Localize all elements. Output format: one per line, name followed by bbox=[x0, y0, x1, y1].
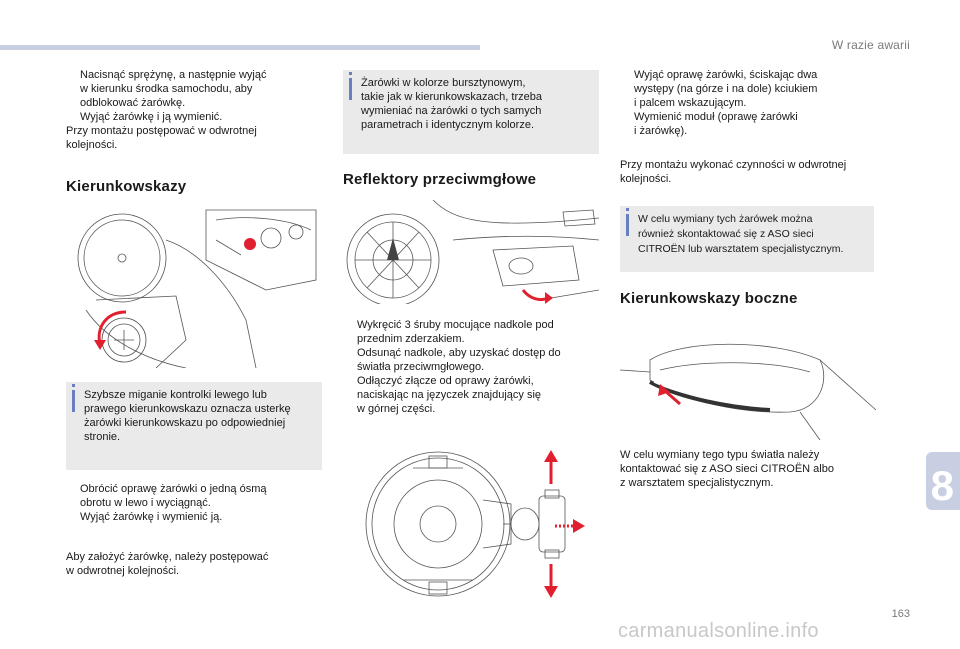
bullet-item: Wykręcić 3 śruby mocujące nadkole pod pr… bbox=[343, 318, 603, 346]
text-line: Nacisnąć sprężynę, a następnie wyjąć bbox=[80, 69, 267, 81]
bullet-item: Odsunąć nadkole, aby uzyskać dostęp do ś… bbox=[343, 346, 603, 374]
text-line: Wykręcić 3 śruby mocujące nadkole pod bbox=[357, 319, 554, 331]
illustration-fog-light bbox=[343, 200, 599, 304]
text-line: wymieniać na żarówki o tych samych bbox=[361, 105, 542, 117]
mirror-drawing bbox=[620, 343, 876, 440]
info-icon bbox=[626, 208, 629, 236]
indicator-bulb-highlight bbox=[244, 238, 256, 250]
info-icon bbox=[349, 72, 352, 100]
text-line: przednim zderzakiem. bbox=[357, 333, 465, 345]
bullet-item: Wyjąć oprawę żarówki, ściskając dwa wyst… bbox=[620, 68, 880, 110]
text-line: kolejności. bbox=[66, 139, 118, 151]
watermark: carmanualsonline.info bbox=[618, 620, 819, 642]
col2-steps: Wykręcić 3 śruby mocujące nadkole pod pr… bbox=[343, 318, 603, 416]
text-line: żarówki kierunkowskazu po odpowiedniej bbox=[84, 417, 286, 429]
heading-side-indicators: Kierunkowskazy boczne bbox=[620, 290, 798, 307]
header-accent-bar bbox=[0, 45, 480, 50]
bullet-item: Wyjąć żarówkę i ją wymienić. bbox=[66, 110, 326, 124]
text-line: Wyjąć oprawę żarówki, ściskając dwa bbox=[634, 69, 818, 81]
text-line: i żarówkę). bbox=[634, 125, 688, 137]
text-line: Żarówki w kolorze bursztynowym, bbox=[361, 77, 526, 89]
info-icon bbox=[72, 384, 75, 412]
text-line: w kierunku środka samochodu, aby bbox=[80, 83, 253, 95]
text-line: i palcem wskazującym. bbox=[634, 97, 747, 109]
text-line: z warsztatem specjalistycznym. bbox=[620, 477, 774, 489]
text-line: Przy montażu wykonać czynności w odwrotn… bbox=[620, 159, 847, 171]
text-line: również skontaktować się z ASO sieci bbox=[638, 228, 814, 240]
page-number: 163 bbox=[891, 608, 910, 620]
text-line: parametrach i identycznym kolorze. bbox=[361, 119, 535, 131]
text-line: w górnej części. bbox=[357, 403, 436, 415]
col1-intro: Nacisnąć sprężynę, a następnie wyjąć w k… bbox=[66, 68, 326, 152]
heading-kierunkowskazy: Kierunkowskazy bbox=[66, 178, 187, 195]
fog-light-drawing bbox=[346, 200, 599, 304]
text-line: takie jak w kierunkowskazach, trzeba bbox=[361, 91, 542, 103]
text-line: Odsunąć nadkole, aby uzyskać dostęp do bbox=[357, 347, 561, 359]
text-line: odblokować żarówkę. bbox=[80, 97, 186, 109]
text-line: Odłączyć złącze od oprawy żarówki, bbox=[357, 375, 534, 387]
chapter-number: 8 bbox=[930, 462, 954, 509]
rotate-arrow bbox=[97, 310, 127, 345]
col3-steps: Wyjąć oprawę żarówki, ściskając dwa wyst… bbox=[620, 68, 880, 138]
bullet-item: Nacisnąć sprężynę, a następnie wyjąć w k… bbox=[66, 68, 326, 110]
col3-outro: W celu wymiany tego typu światła należy … bbox=[620, 448, 880, 490]
text-line: CITROËN lub warsztatem specjalistycznym. bbox=[638, 243, 844, 255]
bullet-item: Wymienić moduł (oprawę żarówki i żarówkę… bbox=[620, 110, 880, 138]
illustration-fog-bulb-holder bbox=[343, 444, 599, 604]
fog-bulb-drawing bbox=[365, 450, 585, 598]
info-box-aso: W celu wymiany tych żarówek można równie… bbox=[620, 206, 874, 272]
text-line: naciskając na języczek znajdujący się bbox=[357, 389, 542, 401]
heading-fog-lights: Reflektory przeciwmgłowe bbox=[343, 171, 537, 188]
text-line: kolejności. bbox=[620, 173, 672, 185]
text-line: Aby założyć żarówkę, należy postępować bbox=[66, 551, 269, 563]
text-line: kontaktować się z ASO sieci CITROËN albo bbox=[620, 463, 834, 475]
bullet-item: Odłączyć złącze od oprawy żarówki, nacis… bbox=[343, 374, 603, 416]
col1-outro: Aby założyć żarówkę, należy postępować w… bbox=[66, 550, 326, 578]
chapter-tab bbox=[926, 452, 960, 510]
text-line: W celu wymiany tych żarówek można bbox=[638, 213, 813, 225]
bullet-item: Obrócić oprawę żarówki o jedną ósmą obro… bbox=[66, 482, 326, 510]
text-line: występy (na górze i na dole) kciukiem bbox=[634, 83, 818, 95]
text-line: Wyjąć żarówkę i ją wymienić. bbox=[80, 111, 223, 123]
illustration-indicator bbox=[66, 200, 322, 368]
illustration-side-indicator bbox=[620, 320, 876, 440]
col3-after: Przy montażu wykonać czynności w odwrotn… bbox=[620, 158, 880, 186]
text-line: Wyjąć żarówkę i wymienić ją. bbox=[80, 511, 223, 523]
text-line: prawego kierunkowskazu oznacza usterkę bbox=[84, 403, 291, 415]
col1-steps: Obrócić oprawę żarówki o jedną ósmą obro… bbox=[66, 482, 326, 524]
text-line: Szybsze miganie kontrolki lewego lub bbox=[84, 389, 267, 401]
text-line: Wymienić moduł (oprawę żarówki bbox=[634, 111, 798, 123]
text-line: stronie. bbox=[84, 431, 121, 443]
text-line: Przy montażu postępować w odwrotnej bbox=[66, 125, 257, 137]
info-box-indicator: Szybsze miganie kontrolki lewego lub pra… bbox=[66, 382, 322, 470]
text-line: obrotu w lewo i wyciągnąć. bbox=[80, 497, 211, 509]
bullet-item: Wyjąć żarówkę i wymienić ją. bbox=[66, 510, 326, 524]
info-box-amber-bulbs: Żarówki w kolorze bursztynowym, takie ja… bbox=[343, 70, 599, 154]
indicator-drawing bbox=[77, 209, 317, 368]
text-line: w odwrotnej kolejności. bbox=[66, 565, 180, 577]
section-title: W razie awarii bbox=[831, 38, 910, 52]
text-line: Obrócić oprawę żarówki o jedną ósmą bbox=[80, 483, 267, 495]
text-line: W celu wymiany tego typu światła należy bbox=[620, 449, 820, 461]
text-line: światła przeciwmgłowego. bbox=[357, 361, 485, 373]
